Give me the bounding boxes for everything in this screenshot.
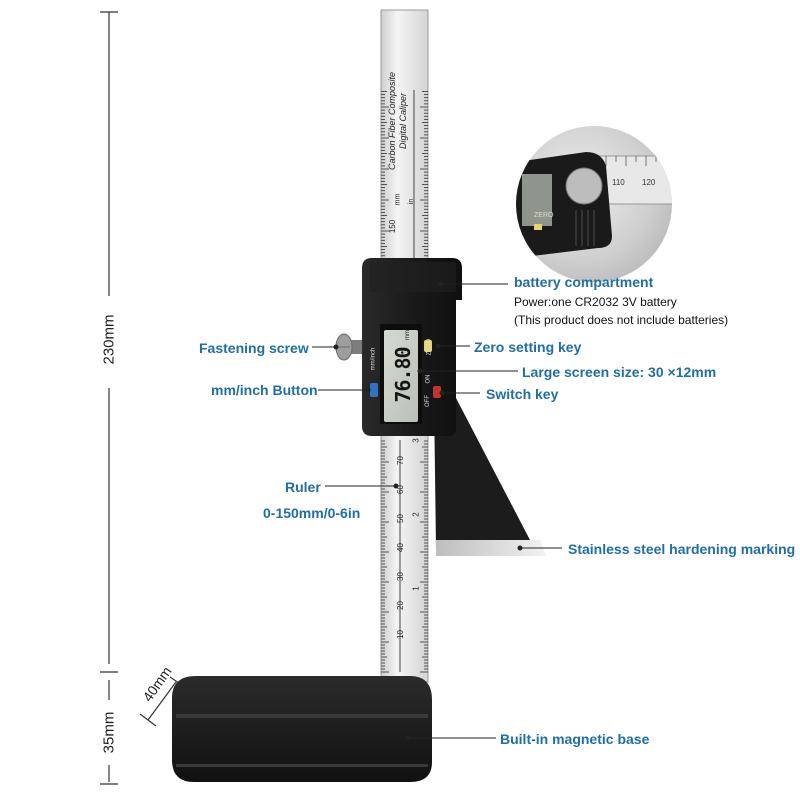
zero-key-label: ZERO bbox=[426, 338, 433, 356]
battery-power-text: Power:one CR2032 3V battery bbox=[514, 295, 677, 309]
ruler-mm-label: 50 bbox=[395, 514, 405, 523]
ruler-mm-label: 20 bbox=[395, 601, 405, 610]
inset-scale-label-110: 110 bbox=[612, 178, 625, 187]
ruler-ticks-upper bbox=[381, 91, 428, 263]
zero-setting-key-label: Zero setting key bbox=[474, 339, 582, 355]
beam-brand-text: Carbon Fiber Composite Digital Caliper bbox=[387, 51, 417, 191]
fastening-screw-label: Fastening screw bbox=[199, 340, 309, 356]
inset-scale-label-120: 120 bbox=[642, 178, 656, 187]
ruler-inch-label: 1 bbox=[411, 586, 421, 591]
mm-inch-button[interactable] bbox=[370, 383, 378, 397]
beam-unit-in: in bbox=[408, 198, 416, 205]
magnetic-base bbox=[172, 676, 432, 782]
beam-upper-scale-label: 150 bbox=[388, 219, 398, 234]
dimension-35mm: 35mm bbox=[100, 711, 118, 754]
ruler-mm-label: 60 bbox=[395, 485, 405, 494]
ruler-ticks-lower bbox=[381, 440, 428, 673]
battery-compartment-label: battery compartment bbox=[514, 274, 654, 290]
beam-unit-mm: mm bbox=[394, 193, 402, 206]
mm-inch-button-label: mm/inch Button bbox=[211, 382, 318, 398]
stainless-marking-label: Stainless steel hardening marking bbox=[568, 541, 796, 557]
lcd-reading: 76.80 bbox=[391, 347, 415, 403]
dimension-230mm: 230mm bbox=[100, 314, 118, 365]
ruler-label: Ruler bbox=[285, 479, 321, 495]
ruler-mm-label: 80 bbox=[395, 427, 405, 436]
lcd-unit: mm bbox=[405, 330, 411, 340]
ruler-inch-label: 3 bbox=[411, 438, 421, 443]
on-label: ON bbox=[425, 374, 432, 384]
lcd-screen bbox=[384, 330, 418, 422]
ruler-mm-label: 30 bbox=[395, 572, 405, 581]
ruler-mm-label: 70 bbox=[395, 456, 405, 465]
magnetic-base-label: Built-in magnetic base bbox=[500, 731, 650, 747]
ruler-inch-label: 2 bbox=[411, 512, 421, 517]
callout-leaders bbox=[312, 281, 562, 741]
ruler-range-label: 0-150mm/0-6in bbox=[263, 505, 361, 521]
switch-button[interactable] bbox=[433, 386, 441, 398]
screen-size-label: Large screen size: 30 ×12mm bbox=[522, 364, 717, 380]
beam-text-line1: Carbon Fiber Composite bbox=[387, 71, 397, 171]
beam-text-line2: Digital Caliper bbox=[398, 92, 408, 150]
ruler-mm-label: 10 bbox=[395, 630, 405, 639]
off-label: OFF bbox=[425, 395, 431, 407]
angled-support bbox=[434, 398, 546, 556]
fastening-screw bbox=[335, 333, 362, 361]
mm-inch-key-label: mm/inch bbox=[370, 347, 377, 371]
inset-zero-label: ZERO bbox=[534, 212, 554, 219]
ruler-mm-label: 40 bbox=[395, 543, 405, 552]
switch-key-label: Switch key bbox=[486, 386, 559, 402]
battery-note-text: (This product does not include batteries… bbox=[514, 313, 729, 327]
battery-inset-photo: 110 120 ZERO bbox=[516, 126, 672, 282]
inset-illustration bbox=[516, 152, 672, 258]
zero-setting-button[interactable] bbox=[424, 340, 432, 352]
